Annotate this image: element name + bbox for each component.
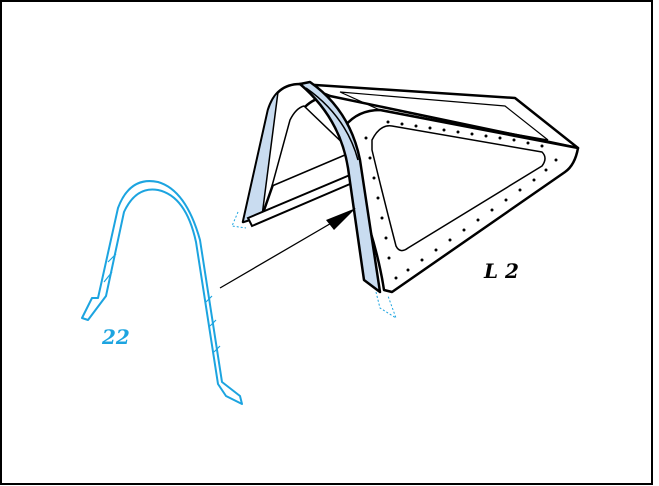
rear-window (271, 105, 353, 187)
canopy-assembly (231, 80, 580, 320)
front-arch-outer (298, 80, 382, 294)
side-window-glass (371, 125, 546, 252)
front-tab-dashed (375, 291, 397, 320)
rivet-row (364, 120, 558, 280)
front-arch-inner-line (305, 87, 359, 161)
assembly-label-l2: L 2 (483, 259, 519, 283)
part-22-arch (81, 180, 243, 405)
part-label-22: 22 (101, 325, 130, 349)
canopy-top-inner (339, 91, 549, 141)
rear-arch-inner-face (241, 89, 280, 224)
arrow-icon (219, 208, 356, 289)
rear-tab-dashed (231, 211, 247, 229)
